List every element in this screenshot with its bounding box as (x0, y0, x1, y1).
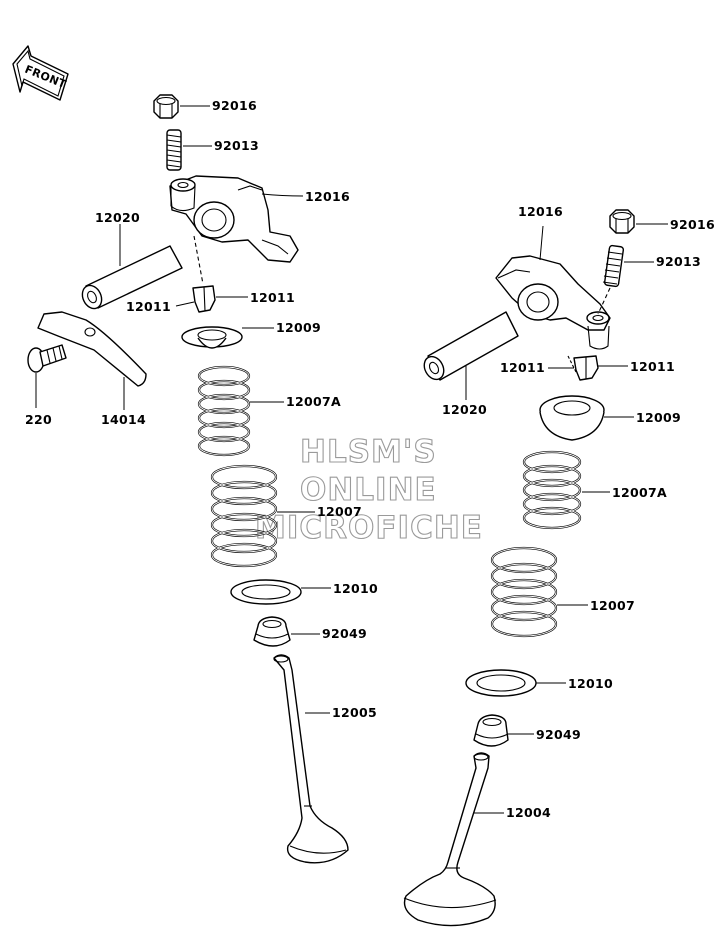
label-outer-spring-left: 12007 (317, 504, 362, 519)
plate-part (37, 311, 147, 387)
label-cotter-right-a: 12011 (500, 360, 545, 375)
label-retainer-left: 12009 (276, 320, 321, 335)
retainer-left-part (181, 326, 243, 349)
label-seal-left: 92049 (322, 626, 367, 641)
cotter-left-part (192, 285, 216, 313)
screw-right-part (602, 244, 625, 288)
nut-left-part (153, 94, 179, 119)
label-nut-left: 92016 (212, 98, 257, 113)
label-rocker-left: 12016 (305, 189, 350, 204)
label-rocker-right: 12016 (518, 204, 563, 219)
watermark-line-3: MICROFICHE (255, 510, 483, 546)
inner-spring-left-part (197, 365, 251, 457)
label-outer-spring-right: 12007 (590, 598, 635, 613)
nut-right-part (609, 209, 635, 234)
label-nut-right: 92016 (670, 217, 715, 232)
label-bolt: 220 (25, 412, 52, 427)
spring-seat-left-part (230, 579, 302, 605)
label-shaft-left: 12020 (95, 210, 140, 225)
label-cotter-left-a: 12011 (126, 299, 171, 314)
label-seal-right: 92049 (536, 727, 581, 742)
spring-seat-right-part (465, 669, 537, 697)
retainer-right-part (539, 395, 605, 441)
valve-left-part (273, 654, 349, 864)
label-cotter-right-b: 12011 (630, 359, 675, 374)
label-retainer-right: 12009 (636, 410, 681, 425)
cotter-right-part (567, 355, 599, 381)
stem-seal-left-part (253, 616, 291, 647)
label-valve-right: 12004 (506, 805, 551, 820)
label-screw-left: 92013 (214, 138, 259, 153)
label-screw-right: 92013 (656, 254, 701, 269)
rocker-arm-right-part (495, 255, 611, 350)
label-inner-spring-left: 12007A (286, 394, 341, 409)
screw-left-part (166, 129, 182, 171)
outer-spring-left-part (210, 464, 278, 568)
watermark-line-1: HLSM'S (300, 434, 437, 470)
rocker-arm-left-part (169, 175, 299, 263)
watermark-line-2: ONLINE (300, 472, 437, 508)
front-arrow-icon: FRONT (12, 45, 69, 101)
label-valve-left: 12005 (332, 705, 377, 720)
label-cotter-left-b: 12011 (250, 290, 295, 305)
rocker-shaft-left-part (81, 245, 183, 310)
outer-spring-right-part (490, 546, 558, 638)
watermark: HLSM'S ONLINE MICROFICHE (254, 433, 483, 546)
label-seat-left: 12010 (333, 581, 378, 596)
stem-seal-right-part (473, 714, 509, 747)
label-seat-right: 12010 (568, 676, 613, 691)
label-inner-spring-right: 12007A (612, 485, 667, 500)
bolt-part (27, 344, 67, 373)
rocker-shaft-right-part (423, 311, 519, 381)
valve-right-part (403, 752, 497, 927)
label-shaft-right: 12020 (442, 402, 487, 417)
inner-spring-right-part (522, 450, 582, 530)
label-plate: 14014 (101, 412, 146, 427)
